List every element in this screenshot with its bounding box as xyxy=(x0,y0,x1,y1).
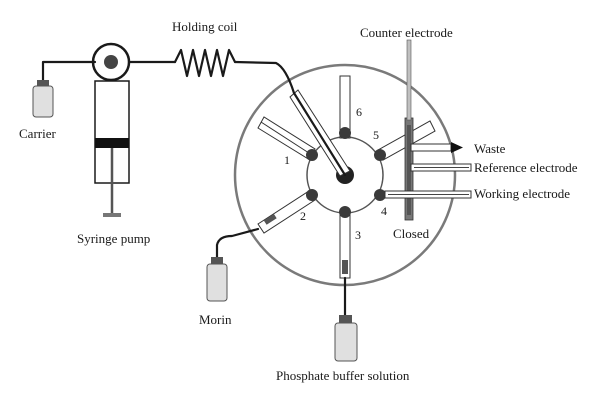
reference-electrode xyxy=(410,163,472,172)
port-2-number: 2 xyxy=(300,209,306,223)
holding-coil-spring xyxy=(173,48,237,78)
port-3-fitting xyxy=(342,260,348,274)
port-2-dot xyxy=(306,189,318,201)
valve-port-2: 2 xyxy=(257,189,318,234)
counter-electrode xyxy=(406,39,412,121)
syringe-rod-foot xyxy=(103,213,121,217)
label-reference-electrode: Reference electrode xyxy=(474,160,578,175)
syringe-plunger xyxy=(95,138,129,148)
flow-cell-core xyxy=(407,125,411,215)
central-channel xyxy=(289,89,351,177)
port-5-dot xyxy=(374,149,386,161)
label-carrier: Carrier xyxy=(19,126,56,141)
counter-electrode-rod xyxy=(406,39,412,121)
port-5-number: 5 xyxy=(373,128,379,142)
holding-coil xyxy=(173,48,237,78)
label-waste: Waste xyxy=(474,141,506,156)
tube-coil-to-valve xyxy=(233,60,296,95)
morin-vial-body xyxy=(206,263,228,302)
selection-valve-inner xyxy=(104,55,118,69)
syringe-pump xyxy=(91,42,131,217)
port-1-number: 1 xyxy=(284,153,290,167)
central-channel-line xyxy=(292,91,347,177)
waste-outlet-tube xyxy=(410,143,452,152)
tube-carrier-to-pump xyxy=(41,60,97,85)
label-holding-coil: Holding coil xyxy=(172,19,238,34)
port-4-dot xyxy=(374,189,386,201)
valve-port-1: 1 xyxy=(257,116,318,167)
phosphate-buffer-vial-cap xyxy=(339,315,352,323)
working-electrode xyxy=(384,190,472,199)
label-working-electrode: Working electrode xyxy=(474,186,570,201)
valve-port-4: 4 xyxy=(374,189,387,218)
morin-vial xyxy=(206,257,228,302)
valve-port-3: 3 xyxy=(339,206,361,279)
phosphate-buffer-vial xyxy=(334,315,358,362)
port-2-fitting xyxy=(263,214,277,225)
port-6-number: 6 xyxy=(356,105,362,119)
label-morin: Morin xyxy=(199,312,232,327)
carrier-vial xyxy=(32,80,54,118)
valve-port-6: 6 xyxy=(339,75,362,139)
port-3-number: 3 xyxy=(355,228,361,242)
label-closed: Closed xyxy=(393,226,430,241)
carrier-vial-body xyxy=(32,85,54,118)
morin-vial-cap xyxy=(211,257,223,264)
label-counter-electrode: Counter electrode xyxy=(360,25,453,40)
label-phosphate-buffer: Phosphate buffer solution xyxy=(276,368,410,383)
carrier-vial-cap xyxy=(37,80,49,86)
port-4-number: 4 xyxy=(381,204,387,218)
tube-morin-to-valve xyxy=(215,227,260,260)
phosphate-buffer-vial-body xyxy=(334,322,358,362)
label-syringe-pump: Syringe pump xyxy=(77,231,150,246)
port-6-dot xyxy=(339,127,351,139)
tubing xyxy=(41,60,347,318)
waste-outlet xyxy=(410,142,463,153)
port-1-dot xyxy=(306,149,318,161)
waste-arrow-icon xyxy=(451,142,463,153)
port-3-dot xyxy=(339,206,351,218)
port-1-line xyxy=(260,121,313,156)
